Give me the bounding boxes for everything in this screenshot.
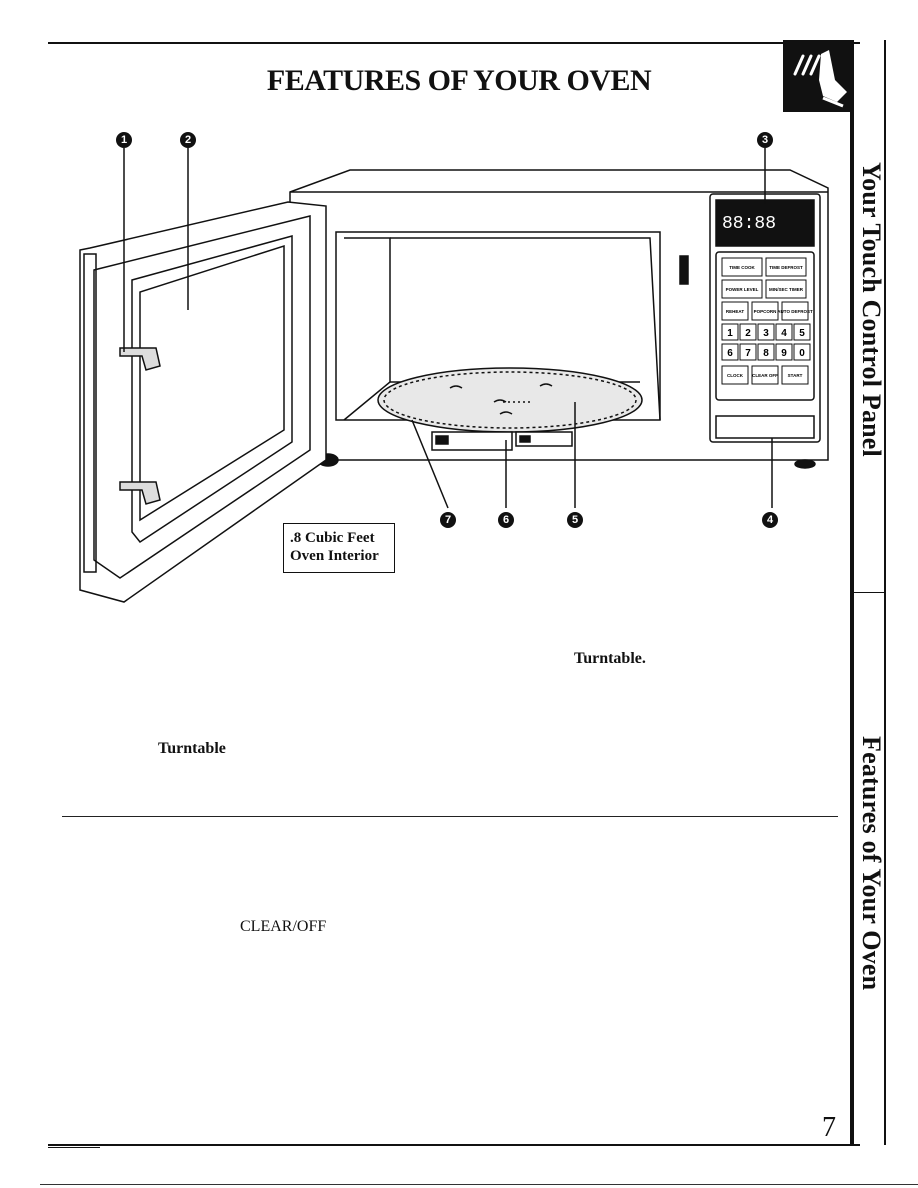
callout-2: 2 (180, 132, 196, 148)
key-start[interactable]: START (788, 373, 803, 378)
callout-1: 1 (116, 132, 132, 148)
section-divider (62, 816, 838, 817)
key-digit-8[interactable]: 8 (763, 348, 769, 359)
key-time-defrost[interactable]: TIME DEFROST (769, 265, 803, 270)
hand-pressing-button-icon (783, 40, 853, 112)
key-digit-5[interactable]: 5 (799, 328, 805, 339)
side-tab-separator (850, 592, 884, 593)
key-digit-0[interactable]: 0 (799, 348, 805, 359)
key-power-level[interactable]: POWER LEVEL (726, 287, 759, 292)
callout-6: 6 (498, 512, 514, 528)
clear-off-term: CLEAR/OFF (240, 918, 327, 935)
top-rule (48, 42, 860, 44)
callout-7: 7 (440, 512, 456, 528)
side-tab-touch-control-panel[interactable]: Your Touch Control Panel (857, 162, 886, 457)
callout-4: 4 (762, 512, 778, 528)
key-digit-6[interactable]: 6 (727, 348, 733, 359)
key-popcorn[interactable]: POPCORN (754, 309, 777, 314)
capacity-label-line1: .8 Cubic Feet (290, 530, 375, 546)
capacity-label: .8 Cubic Feet Oven Interior (283, 523, 395, 573)
turntable-term-1: Turntable. (574, 650, 646, 667)
bottom-rule-accent (48, 1147, 100, 1148)
page-number: 7 (822, 1112, 836, 1143)
side-tab-features-of-your-oven[interactable]: Features of Your Oven (857, 736, 886, 991)
callout-3: 3 (757, 132, 773, 148)
display-readout: 88:88 (722, 214, 776, 234)
microwave-oven-illustration: 88:88 TIME COOK TIME DEFROST POWER LEVEL MI… (79, 148, 829, 603)
page-edge-rule (40, 1184, 918, 1185)
key-digit-7[interactable]: 7 (745, 348, 751, 359)
page-title: FEATURES OF YOUR OVEN (266, 64, 652, 97)
side-tab-border-right (884, 40, 886, 1145)
turntable-term-2: Turntable (158, 740, 226, 757)
key-min-sec-timer[interactable]: MIN/SEC TIMER (769, 287, 804, 292)
key-digit-1[interactable]: 1 (727, 328, 733, 339)
key-clear-off[interactable]: CLEAR OFF (752, 373, 778, 378)
key-auto-defrost[interactable]: AUTO DEFROST (777, 309, 813, 314)
callout-5: 5 (567, 512, 583, 528)
key-digit-4[interactable]: 4 (781, 328, 787, 339)
capacity-label-line2: Oven Interior (290, 548, 379, 564)
key-reheat[interactable]: REHEAT (726, 309, 744, 314)
key-digit-3[interactable]: 3 (763, 328, 769, 339)
bottom-rule (48, 1144, 860, 1146)
key-clock[interactable]: CLOCK (727, 373, 744, 378)
key-digit-2[interactable]: 2 (745, 328, 751, 339)
key-time-cook[interactable]: TIME COOK (729, 265, 755, 270)
key-digit-9[interactable]: 9 (781, 348, 787, 359)
